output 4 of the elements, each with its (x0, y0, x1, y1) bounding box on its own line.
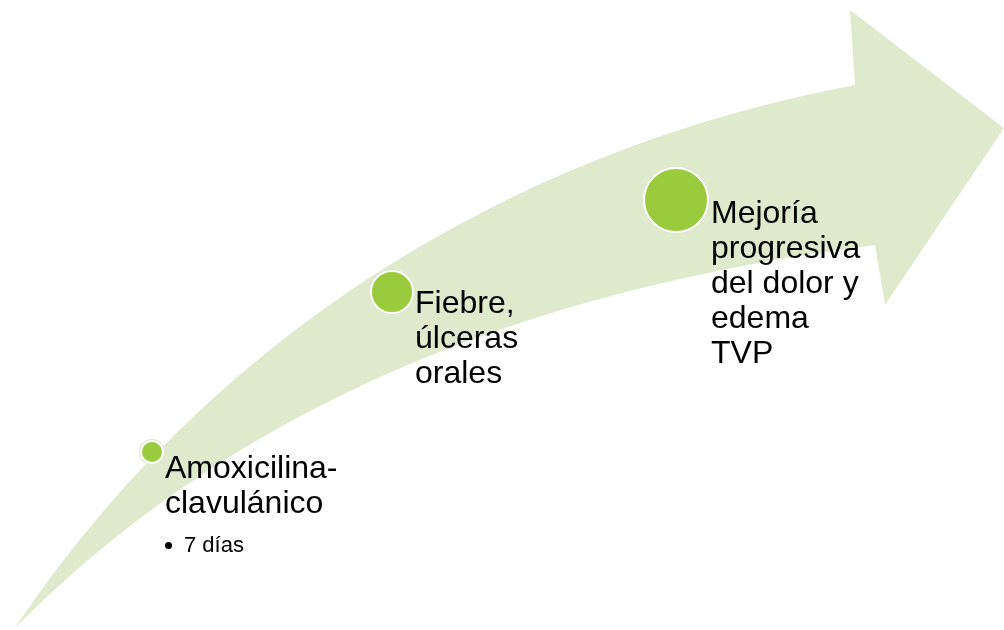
detail-text: 7 días (184, 532, 244, 558)
event-text: Fiebre, úlceras orales (415, 285, 520, 390)
event-text: Mejoría progresiva del dolor y edema TVP (711, 195, 862, 370)
event-text: Amoxicilina-clavulánico (165, 450, 339, 520)
